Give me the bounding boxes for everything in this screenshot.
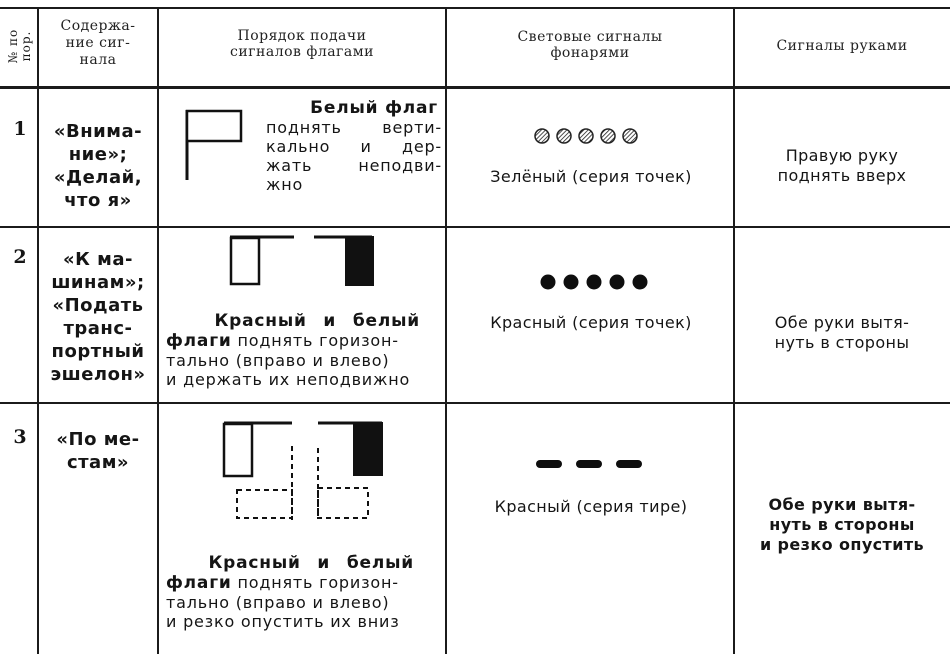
header-lights-line: Световые сигналы: [517, 29, 663, 45]
flag-title: Красный и белый: [208, 553, 414, 573]
flag-line: кально и дер-: [266, 137, 442, 156]
content-line: эшелон»: [50, 364, 146, 385]
red-flag-lowering-icon: [317, 421, 383, 520]
content-line: что я»: [64, 190, 132, 211]
hand-signal-text: Обе руки вытя- нуть в стороны: [736, 313, 948, 353]
hand-signal-text: Правую руку поднять вверх: [736, 146, 948, 186]
header-lights-line: фонарями: [550, 45, 630, 61]
content-line: «Делай,: [53, 167, 143, 188]
signal-content: «К ма- шинам»; «Подать транс- портный эш…: [42, 248, 154, 386]
flag-title-2: флаги: [166, 573, 232, 593]
hand-signal-text: Обе руки вытя- нуть в стороны и резко оп…: [736, 495, 948, 555]
header-hands: Сигналы руками: [736, 38, 948, 54]
light-signal-text: Красный (серия точек): [490, 313, 692, 332]
header-number-text: № по пор.: [6, 28, 33, 64]
content-line: «К ма-: [63, 249, 133, 270]
hand-line: Правую руку: [785, 146, 899, 165]
row-number: 3: [13, 426, 27, 448]
header-lights: Световые сигналы фонарями: [448, 29, 732, 61]
content-line: «По ме-: [56, 429, 140, 450]
flag-title: Белый флаг: [310, 98, 438, 118]
hand-line: нуть в стороны: [769, 515, 915, 534]
flag-line: жать неподви-: [266, 156, 442, 175]
flag-line: и резко опустить их вниз: [166, 612, 400, 631]
white-flag-vertical-icon: [185, 109, 243, 180]
flag-description: Красный и белый флаги поднять горизон- т…: [166, 311, 442, 390]
hand-line: поднять вверх: [777, 166, 907, 185]
flag-line: и держать их неподвижно: [166, 370, 411, 389]
red-dashes-icon: [536, 460, 642, 468]
header-content: Содержа- ние сиг- нала: [40, 18, 156, 69]
flag-title: Красный и белый: [214, 311, 420, 331]
content-line: «Подать: [52, 295, 144, 316]
content-line: «Внима-: [53, 121, 143, 142]
flag-description: Красный и белый флаги поднять горизон- т…: [166, 553, 442, 632]
hand-line: Обе руки вытя-: [768, 495, 916, 514]
content-line: стам»: [66, 452, 130, 473]
light-signal-text: Красный (серия тире): [494, 497, 688, 516]
flag-description: Белый флаг поднять верти- кально и дер- …: [266, 98, 446, 195]
col-divider-2: [157, 7, 159, 654]
header-bottom-border: [0, 86, 950, 89]
hand-line: Обе руки вытя-: [774, 313, 910, 332]
flag-title-2: флаги: [166, 331, 232, 351]
signal-content: «По ме- стам»: [42, 428, 154, 474]
header-content-line: Содержа-: [60, 18, 136, 34]
flag-line: жно: [266, 175, 304, 194]
signal-content: «Внима- ние»; «Делай, что я»: [42, 120, 154, 212]
header-content-line: нала: [79, 52, 117, 68]
col-divider-4: [733, 7, 735, 654]
header-flags: Порядок подачи сигналов флагами: [160, 28, 444, 60]
header-hands-text: Сигналы руками: [776, 38, 908, 54]
header-number: № по пор.: [4, 8, 36, 84]
row2-bottom-border: [0, 402, 950, 404]
hand-line: нуть в стороны: [774, 333, 910, 352]
col-divider-3: [445, 7, 447, 654]
light-signal-text: Зелёный (серия точек): [490, 167, 692, 186]
red-dots-icon: [540, 274, 648, 290]
content-line: транс-: [63, 318, 133, 339]
row1-bottom-border: [0, 226, 950, 228]
row-number: 2: [13, 246, 27, 268]
row-number: 1: [13, 118, 27, 140]
hand-line: и резко опустить: [759, 535, 925, 554]
col-divider-1: [37, 7, 39, 654]
green-dots-icon: [534, 128, 638, 144]
content-line: портный: [51, 341, 145, 362]
header-flags-line: Порядок подачи: [237, 28, 367, 44]
flag-line: поднять горизон-: [237, 331, 399, 350]
header-content-line: ние сиг-: [65, 35, 131, 51]
white-flag-horizontal-icon: [229, 235, 294, 286]
content-line: шинам»;: [51, 272, 145, 293]
content-line: ние»;: [68, 144, 128, 165]
flag-line: поднять верти-: [266, 118, 442, 137]
header-flags-line: сигналов флагами: [230, 44, 374, 60]
red-flag-horizontal-icon: [314, 235, 374, 286]
flag-line: поднять горизон-: [237, 573, 399, 592]
flag-line: тально (вправо и влево): [166, 351, 390, 370]
table-top-border: [0, 7, 950, 9]
white-flag-lowering-icon: [222, 421, 293, 520]
flag-line: тально (вправо и влево): [166, 593, 390, 612]
